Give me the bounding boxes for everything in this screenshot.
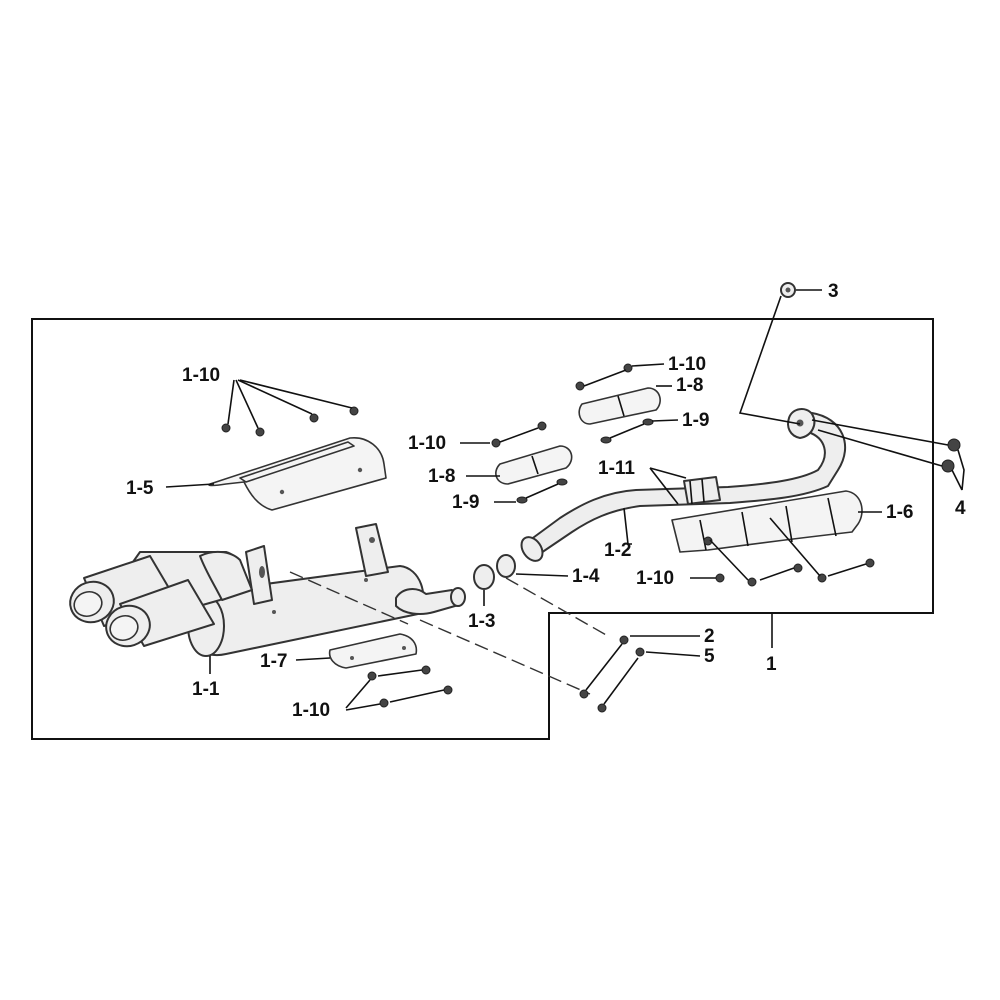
callout-1-10-upper: 1-10	[668, 354, 706, 375]
callout-1-5: 1-5	[126, 478, 154, 499]
callout-1-8-upper: 1-8	[676, 375, 703, 396]
callout-5: 5	[704, 646, 715, 667]
alignment-line	[419, 619, 591, 695]
callout-1-4: 1-4	[572, 566, 600, 587]
heat-shield-1-5	[208, 437, 387, 511]
heat-shield-1-6	[671, 490, 863, 553]
heat-shield-1-8-lower	[495, 445, 573, 485]
callout-1-10-top: 1-10	[182, 365, 220, 386]
alignment-line	[289, 571, 409, 625]
gasket-ring	[496, 554, 516, 578]
assembly-frame	[31, 318, 934, 740]
callout-1-10-middle: 1-10	[408, 433, 446, 454]
heat-shield-1-7	[328, 633, 418, 669]
leader-lines	[165, 289, 965, 711]
callout-1-10-bottom: 1-10	[292, 700, 330, 721]
callout-1-11: 1-11	[598, 458, 635, 479]
heat-shield-1-8-upper	[578, 387, 661, 425]
callout-1-1: 1-1	[192, 679, 220, 700]
callout-1-8-lower: 1-8	[428, 466, 455, 487]
callout-1-6: 1-6	[886, 502, 913, 523]
callout-labels: 3 4 1 2 5 1-6 1-11 1-2 1-10 1-10 1-8 1-9…	[126, 281, 966, 721]
callout-2: 2	[704, 626, 715, 647]
callout-4: 4	[955, 498, 966, 519]
callout-1-7: 1-7	[260, 651, 287, 672]
callout-1-9-lower: 1-9	[452, 492, 479, 513]
callout-1: 1	[766, 654, 777, 675]
callout-1-9-upper: 1-9	[682, 410, 709, 431]
fasteners	[221, 282, 961, 713]
callout-1-10-right: 1-10	[636, 568, 674, 589]
callout-1-2: 1-2	[604, 540, 631, 561]
header-pipe	[520, 408, 847, 562]
callout-1-3: 1-3	[468, 611, 495, 632]
callout-3: 3	[828, 281, 839, 302]
muffler	[69, 523, 466, 657]
clamp-band	[683, 476, 721, 505]
sleeve-joint	[473, 564, 495, 590]
